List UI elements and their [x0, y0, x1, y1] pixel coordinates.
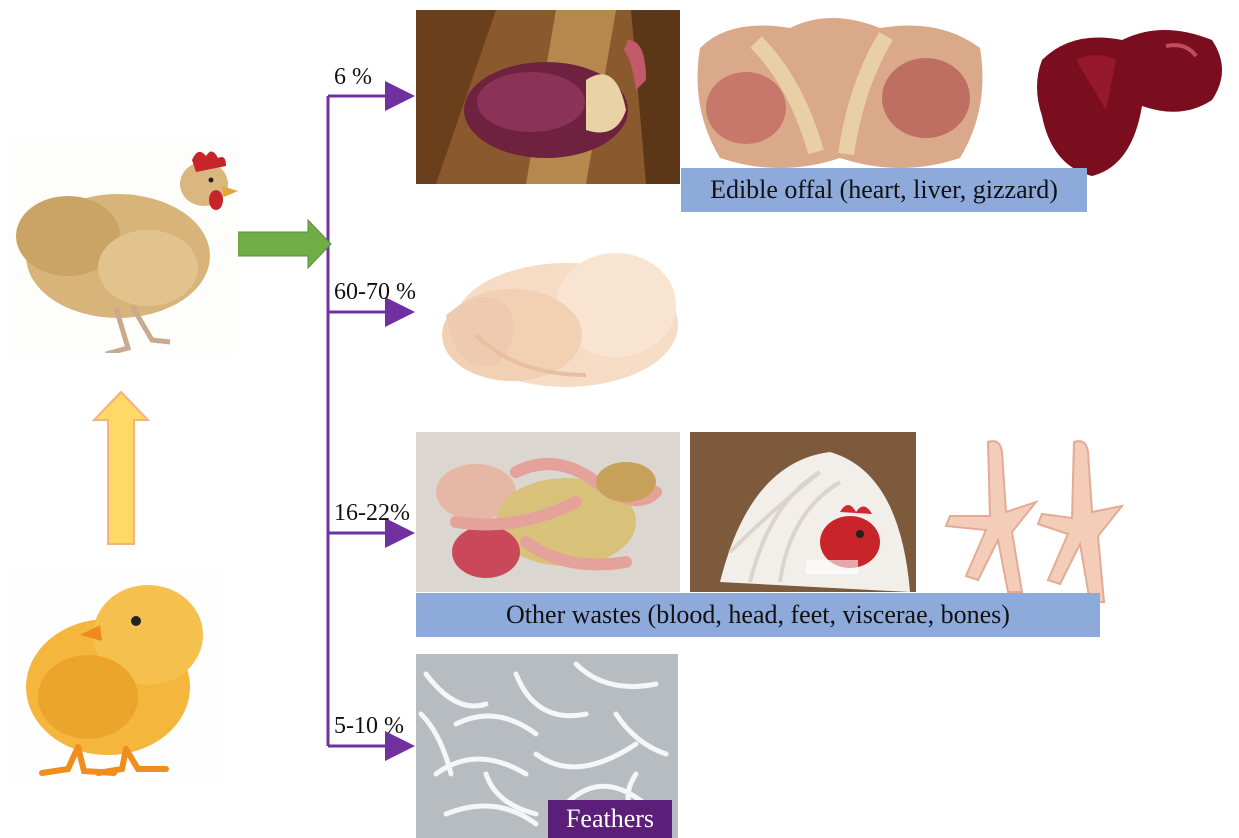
- head-image: [690, 432, 916, 592]
- percent-label-offal: 6 %: [334, 64, 372, 91]
- viscera-image: [416, 432, 680, 592]
- liver-image: [1016, 10, 1232, 188]
- hen-image: [8, 138, 238, 353]
- other-wastes-label: Other wastes (blood, head, feet, viscera…: [416, 593, 1100, 637]
- feet-image: [926, 412, 1138, 614]
- feathers-label: Feathers: [548, 800, 672, 838]
- percent-label-wastes: 16-22%: [334, 500, 410, 527]
- carcass-image: [416, 205, 686, 420]
- chick-image: [8, 567, 225, 782]
- gizzard-image: [686, 8, 992, 168]
- edible-offal-label: Edible offal (heart, liver, gizzard): [681, 168, 1087, 212]
- percent-label-feathers: 5-10 %: [334, 713, 404, 740]
- main-process-arrow: [236, 220, 331, 268]
- percent-label-carcass: 60-70 %: [334, 279, 416, 306]
- growth-arrow: [94, 392, 148, 544]
- heart-image: [416, 10, 680, 184]
